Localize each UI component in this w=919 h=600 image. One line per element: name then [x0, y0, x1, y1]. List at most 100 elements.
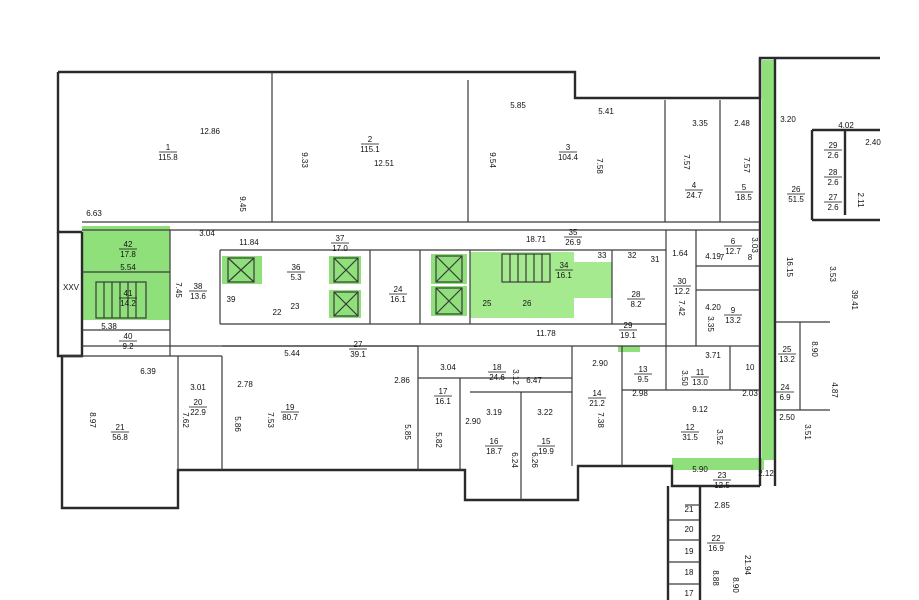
room-area: 115.1 [360, 145, 380, 154]
dimension-label: 7.58 [595, 158, 604, 174]
dimension-label: 4.20 [705, 303, 721, 312]
room-number: 28 [632, 290, 641, 299]
dimension-label: 3.01 [190, 383, 206, 392]
room-label: 288.2 [627, 290, 645, 309]
room-number: 38 [194, 282, 203, 291]
room-number: 15 [542, 437, 551, 446]
room-area: 16.1 [556, 271, 572, 280]
partitions [62, 72, 830, 585]
room-area: 13.2 [779, 355, 795, 364]
room-number: 40 [124, 332, 133, 341]
dimension-label: 2.11 [856, 193, 865, 209]
room-number: 28 [829, 168, 838, 177]
dimension-label: 18.71 [526, 235, 547, 244]
dimension-label: 3.20 [780, 115, 796, 124]
room-area: 18.7 [486, 447, 502, 456]
dimension-label: 7.57 [742, 157, 751, 173]
dimension-label: 9.33 [300, 152, 309, 168]
dimension-label: 3.04 [199, 229, 215, 238]
dimension-label: 12.51 [374, 159, 395, 168]
dimension-label: 8.90 [731, 577, 740, 593]
room-number-plain: 22 [273, 308, 282, 317]
dimension-label: 5.86 [233, 416, 242, 432]
dimension-label: 4.02 [838, 121, 854, 130]
room-label: 612.7 [724, 237, 742, 256]
elevator-shafts [227, 255, 463, 317]
room-label: 282.6 [824, 168, 842, 187]
room-number-plain: 8 [748, 253, 753, 262]
room-label: 292.6 [824, 141, 842, 160]
dimension-label: 5.41 [598, 107, 614, 116]
room-number: 12 [686, 423, 695, 432]
room-number: 11 [696, 368, 705, 377]
dimension-label: 3.03 [750, 237, 759, 253]
room-number: 3 [566, 143, 571, 152]
room-area: 12.5 [714, 481, 730, 490]
room-number: 24 [394, 285, 403, 294]
dimension-label: 16.15 [785, 257, 794, 278]
room-area: 13.0 [692, 378, 708, 387]
axis-label: XXV [63, 283, 80, 292]
room-number: 19 [286, 403, 295, 412]
dimension-label: 2.40 [865, 138, 881, 147]
room-number-plain: 33 [598, 251, 607, 260]
wall-left-upper [56, 72, 82, 234]
room-number: 24 [781, 383, 790, 392]
room-area: 56.8 [112, 433, 128, 442]
room-number: 34 [560, 261, 569, 270]
room-number: 20 [194, 398, 203, 407]
room-number-plain: 32 [628, 251, 637, 260]
room-number: 18 [493, 363, 502, 372]
room-number: 21 [116, 423, 125, 432]
room-area: 115.8 [158, 153, 178, 162]
room-area: 9.2 [122, 342, 134, 351]
dimension-label: 3.12 [511, 369, 520, 385]
dimension-label: 39.41 [850, 290, 859, 311]
highlight-toilets [574, 262, 612, 298]
room-area: 16.9 [708, 544, 724, 553]
wall-top [58, 56, 880, 100]
room-area: 18.5 [736, 193, 752, 202]
room-area: 12.2 [674, 287, 690, 296]
room-number: 29 [829, 141, 838, 150]
room-area: 24.6 [489, 373, 505, 382]
dimension-label: 9.54 [488, 152, 497, 168]
room-area: 17.8 [120, 250, 136, 259]
room-area: 2.6 [827, 178, 839, 187]
dimension-label: 9.45 [238, 196, 247, 212]
dimension-label: 7.42 [677, 300, 686, 316]
dimension-label: 8.97 [88, 412, 97, 428]
room-area: 39.1 [350, 350, 366, 359]
dimension-label: 6.39 [140, 367, 156, 376]
room-number: 22 [712, 534, 721, 543]
room-number: 35 [569, 228, 578, 237]
dimension-label: 7.57 [682, 154, 691, 170]
room-number-plain: 23 [291, 302, 300, 311]
dimension-label: 3.04 [440, 363, 456, 372]
dimension-label: 3.35 [692, 119, 708, 128]
dimension-label: 5.85 [510, 101, 526, 110]
walls [56, 56, 880, 600]
room-area: 12.7 [725, 247, 741, 256]
dimension-label: 21.94 [743, 555, 752, 576]
room-area: 2.6 [827, 203, 839, 212]
room-number-plain: 20 [685, 525, 694, 534]
room-number: 41 [124, 289, 133, 298]
room-number: 4 [692, 181, 697, 190]
room-label: 272.6 [824, 193, 842, 212]
dimension-label: 7.38 [596, 412, 605, 428]
room-area: 13.2 [725, 316, 741, 325]
room-number-plain: 17 [685, 589, 694, 598]
room-area: 24.7 [686, 191, 702, 200]
room-number-plain: 21 [685, 505, 694, 514]
dimension-label: 3.50 [680, 370, 689, 386]
highlight-zones [82, 60, 774, 470]
